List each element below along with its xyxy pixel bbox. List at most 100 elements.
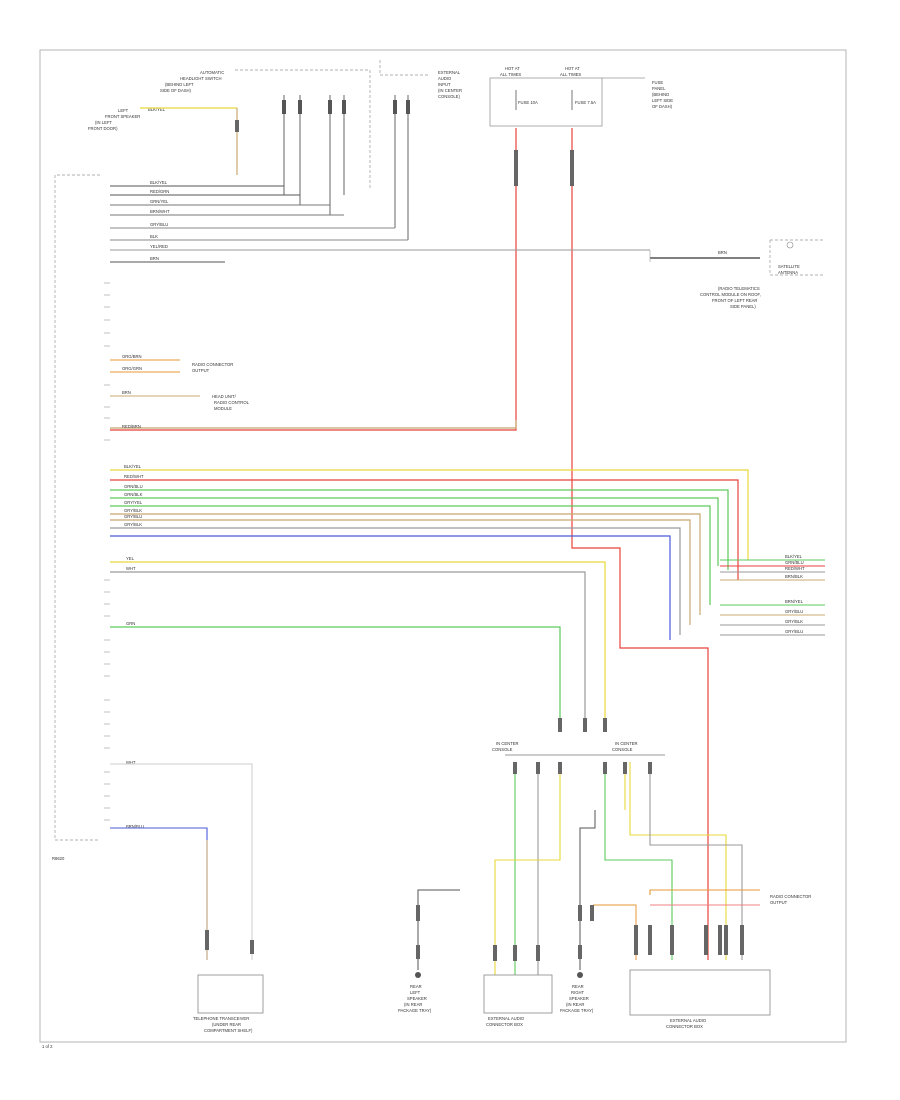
svg-text:GRY/BLK: GRY/BLK <box>124 522 142 527</box>
ext-audio-box-right-connectors <box>634 925 744 955</box>
connector-fuse-left <box>514 150 518 186</box>
headlight-switch-connectors <box>282 100 410 114</box>
svg-text:(IN CENTER: (IN CENTER <box>438 88 462 93</box>
wire-rear-right-speaker-2 <box>593 904 637 960</box>
svg-text:ALL TIMES: ALL TIMES <box>560 72 581 77</box>
svg-text:SIDE OF DASH): SIDE OF DASH) <box>160 88 192 93</box>
right-connector-wires <box>720 559 825 636</box>
svg-text:AUDIO: AUDIO <box>438 76 452 81</box>
ext-audio-box-left <box>483 974 553 1014</box>
svg-text:PACKAGE TRAY): PACKAGE TRAY) <box>398 1008 432 1013</box>
external-audio-input-boundary <box>379 60 430 76</box>
svg-text:BLK/YEL: BLK/YEL <box>785 554 803 559</box>
svg-text:OF DASH): OF DASH) <box>652 104 673 109</box>
ground-top-note: HEAD UNIT/ RADIO CONTROL MODULE <box>212 394 250 411</box>
headlight-switch-boundary <box>235 69 371 190</box>
left-module-label: R8620 <box>52 856 65 861</box>
svg-text:BRN/BLK: BRN/BLK <box>785 574 803 579</box>
svg-text:ALL TIMES: ALL TIMES <box>500 72 521 77</box>
svg-text:FRONT DOOR): FRONT DOOR) <box>88 126 118 131</box>
svg-text:HEAD UNIT/: HEAD UNIT/ <box>212 394 237 399</box>
radio-connector-note-2: RADIO CONNECTOR OUTPUT <box>770 894 811 905</box>
svg-text:WHT: WHT <box>126 760 136 765</box>
svg-text:SPEAKER: SPEAKER <box>569 996 589 1001</box>
svg-text:FRONT OF LEFT REAR: FRONT OF LEFT REAR <box>712 298 757 303</box>
svg-text:SATELLITE: SATELLITE <box>778 264 800 269</box>
fuse-left-name: FUSE 10A <box>518 100 538 105</box>
svg-text:FRONT SPEAKER: FRONT SPEAKER <box>105 114 140 119</box>
svg-text:GRN/YEL: GRN/YEL <box>150 199 169 204</box>
svg-text:(RADIO TELEMATICS: (RADIO TELEMATICS <box>718 286 760 291</box>
rear-left-speaker-label: REAR LEFT SPEAKER (IN REAR PACKAGE TRAY) <box>398 984 432 1013</box>
wire-red-fuse-left <box>110 128 517 431</box>
svg-text:FUSE: FUSE <box>652 80 663 85</box>
lower-wire-labels: YEL WHT GRN WHT BRN/BLU <box>126 556 144 829</box>
lower-connectors <box>558 718 607 732</box>
ext-audio-box-left-label: EXTERNAL AUDIO CONNECTOR BOX <box>486 1016 525 1027</box>
svg-text:RADIO CONNECTOR: RADIO CONNECTOR <box>192 362 233 367</box>
mid-stub-wires <box>110 359 200 397</box>
svg-text:CONNECTOR BOX: CONNECTOR BOX <box>666 1024 703 1029</box>
svg-text:GRY/BLK: GRY/BLK <box>785 619 803 624</box>
svg-text:(BEHIND LEFT: (BEHIND LEFT <box>165 82 194 87</box>
svg-text:WHT: WHT <box>126 566 136 571</box>
svg-text:RED/WHT: RED/WHT <box>785 566 805 571</box>
top-wire-rows <box>110 185 650 263</box>
headlight-switch-label: AUTOMATIC HEADLIGHT SWITCH (BEHIND LEFT … <box>160 70 224 93</box>
svg-text:RED/BRN: RED/BRN <box>122 424 141 429</box>
rear-right-speaker-label: REAR RIGHT SPEAKER (IN REAR PACKAGE TRAY… <box>560 984 594 1013</box>
svg-text:BRN/YEL: BRN/YEL <box>785 599 804 604</box>
wire-telephone-1 <box>110 827 208 960</box>
svg-text:CONTROL MODULE ON ROOF,: CONTROL MODULE ON ROOF, <box>700 292 761 297</box>
svg-text:CONSOLE: CONSOLE <box>492 747 513 752</box>
telephone-connectors <box>205 930 254 954</box>
svg-text:EXTERNAL AUDIO: EXTERNAL AUDIO <box>670 1018 707 1023</box>
wire-tan-fuse-left-overlay <box>110 420 517 429</box>
svg-text:RIGHT: RIGHT <box>571 990 584 995</box>
svg-text:RADIO CONTROL: RADIO CONTROL <box>214 400 250 405</box>
bus-wire-labels: BLK/YEL RED/WHT GRN/BLU GRN/BLK GRY/YEL … <box>124 464 144 527</box>
svg-text:BRN: BRN <box>122 390 131 395</box>
left-connector-pins <box>104 282 110 821</box>
svg-text:AUTOMATIC: AUTOMATIC <box>200 70 224 75</box>
svg-text:(BEHIND: (BEHIND <box>652 92 669 97</box>
svg-text:ORG/BRN: ORG/BRN <box>122 354 142 359</box>
svg-text:HEADLIGHT SWITCH: HEADLIGHT SWITCH <box>180 76 222 81</box>
center-console-label-right: IN CENTER CONSOLE <box>612 741 638 752</box>
svg-text:REAR: REAR <box>572 984 584 989</box>
svg-text:RED/WHT: RED/WHT <box>124 474 144 479</box>
svg-text:GRY/BLU: GRY/BLU <box>785 629 803 634</box>
svg-text:EXTERNAL: EXTERNAL <box>438 70 461 75</box>
wire-telephone-2 <box>110 763 253 960</box>
svg-text:OUTPUT: OUTPUT <box>192 368 210 373</box>
svg-text:PACKAGE TRAY): PACKAGE TRAY) <box>560 1008 594 1013</box>
svg-text:(IN REAR: (IN REAR <box>566 1002 584 1007</box>
svg-text:CONSOLE: CONSOLE <box>612 747 633 752</box>
svg-text:YEL: YEL <box>126 556 135 561</box>
svg-text:ORG/GRN: ORG/GRN <box>122 366 142 371</box>
svg-text:LEFT: LEFT <box>118 108 129 113</box>
diagram-frame <box>39 49 847 1043</box>
svg-text:IN CENTER: IN CENTER <box>496 741 519 746</box>
svg-text:LEFT SIDE: LEFT SIDE <box>652 98 673 103</box>
fuse-right-name: FUSE 7.5A <box>575 100 596 105</box>
connector-tan <box>235 120 239 132</box>
svg-text:SIDE PANEL): SIDE PANEL) <box>730 304 756 309</box>
svg-text:OUTPUT: OUTPUT <box>770 900 788 905</box>
wire-red-fuse-right <box>571 128 709 960</box>
svg-text:BRN/WHT: BRN/WHT <box>150 209 170 214</box>
svg-text:GRY/BLU: GRY/BLU <box>124 514 142 519</box>
fuse-panel-label: FUSE PANEL (BEHIND LEFT SIDE OF DASH) <box>652 80 673 109</box>
satellite-antenna-boundary <box>769 239 825 276</box>
svg-text:GRY/BLU: GRY/BLU <box>785 609 803 614</box>
svg-text:SPEAKER: SPEAKER <box>407 996 427 1001</box>
satellite-antenna-icon <box>786 241 794 249</box>
ext-audio-box-right <box>629 969 771 1016</box>
top-wire-labels: BLK/YEL RED/GRN GRN/YEL BRN/WHT GRY/BLU … <box>150 180 170 261</box>
rear-right-speaker-icon <box>577 972 583 978</box>
svg-text:ANTENNA: ANTENNA <box>778 270 798 275</box>
ext-audio-box-right-label: EXTERNAL AUDIO CONNECTOR BOX <box>666 1018 707 1029</box>
svg-text:GRY/BLU: GRY/BLU <box>150 222 168 227</box>
external-audio-input-label: EXTERNAL AUDIO INPUT (IN CENTER CONSOLE) <box>438 70 462 99</box>
